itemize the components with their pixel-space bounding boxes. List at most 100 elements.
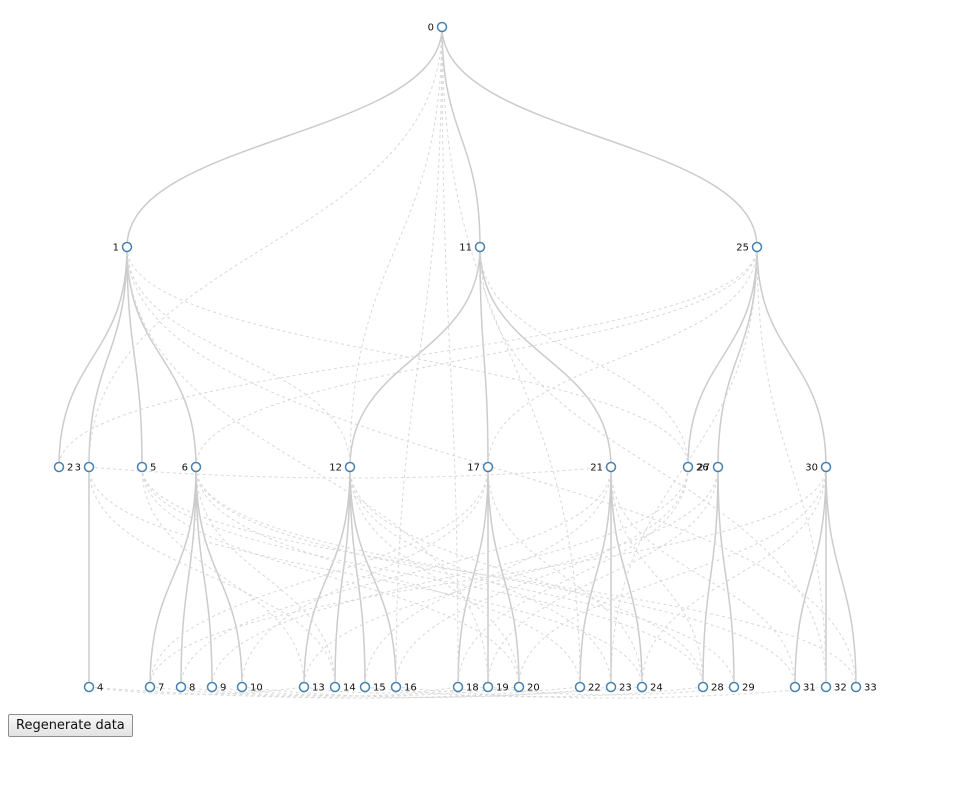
tree-node-5[interactable]: 5: [136, 461, 157, 474]
node-circle: [121, 241, 133, 253]
tree-node-3[interactable]: 3: [75, 461, 95, 474]
tree-node-10[interactable]: 10: [236, 681, 263, 694]
tree-node-9[interactable]: 9: [206, 681, 227, 694]
tree-link: [88, 246, 128, 468]
node-label: 17: [467, 463, 480, 474]
tree-link: [349, 246, 481, 468]
extra-link: [349, 26, 443, 468]
tree-node-14[interactable]: 14: [329, 681, 356, 694]
tree-node-22[interactable]: 22: [574, 681, 601, 694]
node-circle: [190, 461, 202, 473]
tree-node-23[interactable]: 23: [605, 681, 632, 694]
node-label: 16: [404, 683, 417, 694]
node-circle: [298, 681, 310, 693]
node-label: 23: [619, 683, 632, 694]
tree-link: [487, 466, 520, 688]
extra-link: [88, 26, 443, 468]
tree-node-11[interactable]: 11: [459, 241, 486, 254]
node-label: 10: [250, 683, 263, 694]
node-circle: [728, 681, 740, 693]
tree-node-29[interactable]: 29: [728, 681, 755, 694]
extra-link: [141, 466, 857, 688]
extra-link: [479, 246, 827, 688]
node-label: 27: [697, 463, 710, 474]
tree-link: [149, 466, 197, 688]
node-circle: [83, 681, 95, 693]
node-label: 20: [527, 683, 540, 694]
node-label: 5: [150, 463, 156, 474]
tree-node-19[interactable]: 19: [482, 681, 509, 694]
extra-link: [303, 466, 719, 688]
node-label: 28: [711, 683, 724, 694]
node-label: 22: [588, 683, 601, 694]
node-label: 19: [496, 683, 509, 694]
extra-link: [88, 466, 643, 688]
node-label: 29: [742, 683, 755, 694]
node-label: 31: [803, 683, 816, 694]
extra-link: [149, 466, 489, 688]
extra-link: [241, 466, 489, 688]
tree-node-28[interactable]: 28: [697, 681, 724, 694]
node-label: 9: [220, 683, 226, 694]
tree-link: [702, 466, 719, 688]
node-circle: [344, 461, 356, 473]
tree-node-33[interactable]: 33: [850, 681, 877, 694]
tree-node-0[interactable]: 0: [428, 21, 448, 34]
extra-link: [487, 466, 719, 688]
tree-node-16[interactable]: 16: [390, 681, 417, 694]
extra-link: [126, 246, 351, 468]
tree-node-7[interactable]: 7: [144, 681, 165, 694]
tree-node-1[interactable]: 1: [113, 241, 133, 254]
tree-node-27[interactable]: 27: [697, 461, 724, 474]
node-circle: [474, 241, 486, 253]
node-label: 24: [650, 683, 663, 694]
node-circle: [390, 681, 402, 693]
extra-link: [141, 466, 305, 688]
tree-node-30[interactable]: 30: [805, 461, 832, 474]
tree-node-4[interactable]: 4: [83, 681, 104, 694]
tree-node-21[interactable]: 21: [590, 461, 617, 474]
tree-node-12[interactable]: 12: [329, 461, 356, 474]
tree-link: [58, 246, 128, 468]
tree-node-17[interactable]: 17: [467, 461, 494, 474]
tree-node-2[interactable]: 2: [53, 461, 74, 474]
node-label: 6: [182, 463, 188, 474]
tree-node-15[interactable]: 15: [359, 681, 386, 694]
extra-link: [349, 466, 520, 688]
extra-link: [395, 686, 827, 699]
tree-node-18[interactable]: 18: [452, 681, 479, 694]
tree-node-13[interactable]: 13: [298, 681, 325, 694]
node-circle: [820, 461, 832, 473]
extra-link: [195, 466, 336, 688]
tree-node-32[interactable]: 32: [820, 681, 847, 694]
extra-link: [88, 466, 612, 479]
tree-link: [457, 466, 489, 688]
tree-node-8[interactable]: 8: [175, 681, 196, 694]
extra-link: [88, 686, 643, 699]
node-label: 0: [428, 23, 434, 34]
tree-link: [794, 466, 827, 688]
node-label: 12: [329, 463, 342, 474]
extra-link: [487, 466, 643, 688]
extra-link: [479, 246, 689, 468]
regenerate-data-button[interactable]: Regenerate data: [8, 714, 133, 737]
node-circle: [359, 681, 371, 693]
tree-node-26[interactable]: 26: [682, 461, 709, 474]
tree-link: [126, 246, 197, 468]
node-circle: [712, 461, 724, 473]
node-label: 3: [75, 463, 81, 474]
extra-link: [241, 686, 612, 698]
tree-node-20[interactable]: 20: [513, 681, 540, 694]
node-label: 8: [189, 683, 195, 694]
tree-node-25[interactable]: 25: [736, 241, 763, 254]
extra-link: [195, 466, 796, 688]
node-circle: [636, 681, 648, 693]
tree-node-6[interactable]: 6: [182, 461, 202, 474]
node-circle: [206, 681, 218, 693]
tree-node-31[interactable]: 31: [789, 681, 816, 694]
node-circle: [820, 681, 832, 693]
node-label: 25: [736, 243, 749, 254]
node-circle: [144, 681, 156, 693]
tree-node-24[interactable]: 24: [636, 681, 663, 694]
